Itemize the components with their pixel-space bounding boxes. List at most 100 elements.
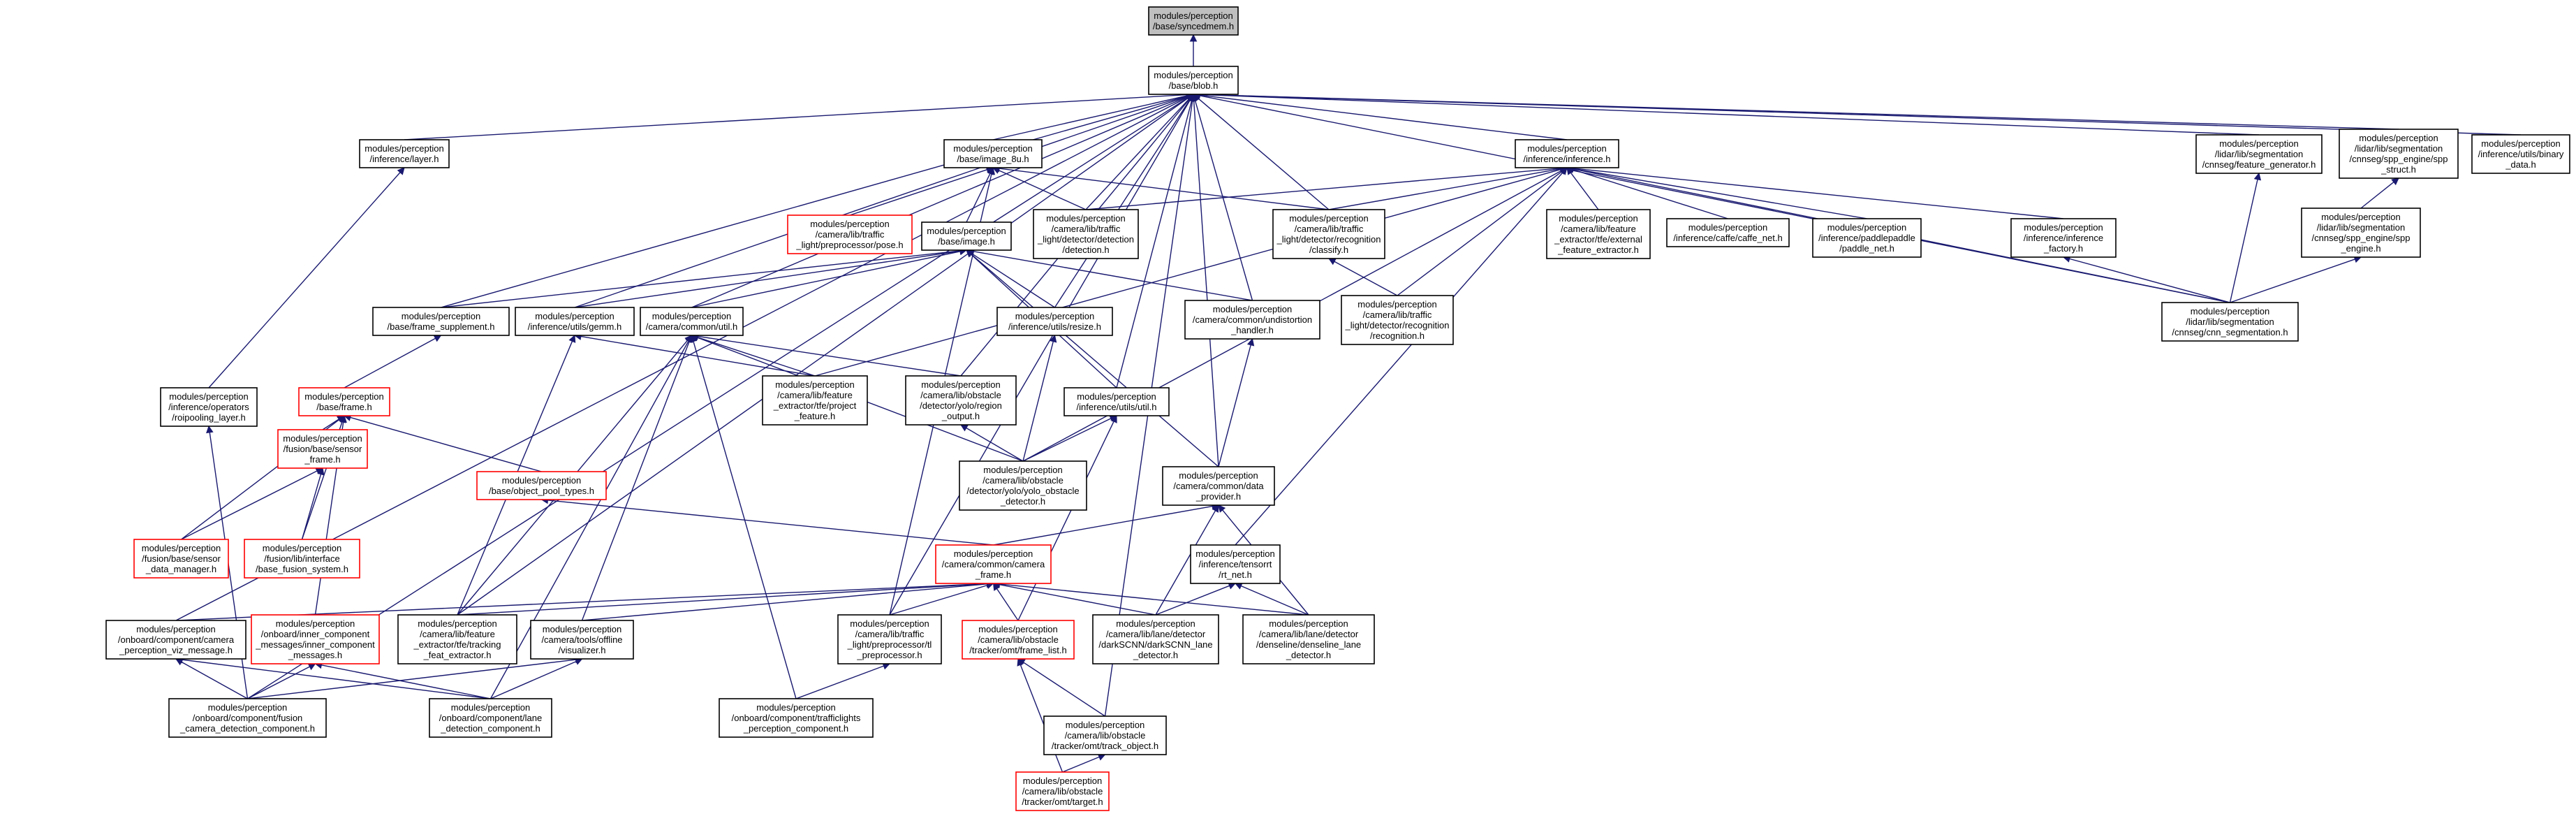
arrowhead [206,425,214,434]
node-recognition[interactable]: modules/perception/camera/lib/traffic_li… [1341,295,1454,345]
node-label-line: modules/perception [1527,143,1606,154]
node-label-line: /base/blob.h [1169,80,1219,91]
node-label-line: modules/perception [978,624,1057,634]
edge-fusioncam-to-visualizer [247,659,576,699]
node-caffenet[interactable]: modules/perception/inference/caffe/caffe… [1666,218,1790,247]
node-vizmsg[interactable]: modules/perception/onboard/component/cam… [105,620,246,660]
node-objpool[interactable]: modules/perception/base/object_pool_type… [476,471,607,500]
node-box [905,375,1017,426]
node-box [1341,295,1454,345]
node-label-line: /base/image.h [938,236,995,247]
node-label-line: /inference/paddlepaddle [1818,233,1915,243]
node-target[interactable]: modules/perception/camera/lib/obstacle/t… [1015,771,1110,811]
edge-projfeat-to-camutil [697,337,816,377]
node-trackobj[interactable]: modules/perception/camera/lib/obstacle/t… [1043,715,1167,755]
node-label-line: /base/image_8u.h [957,154,1029,164]
node-frame[interactable]: modules/perception/base/frame.h [298,387,390,416]
edge-visualizer-to-camutil [581,341,690,621]
node-basefusion[interactable]: modules/perception/fusion/lib/interface/… [244,539,360,579]
node-sensorframe[interactable]: modules/perception/fusion/base/sensor_fr… [277,429,368,469]
node-fusioncam[interactable]: modules/perception/onboard/component/fus… [168,698,327,738]
node-label-line: /detector/yolo/yolo_obstacle [966,486,1079,496]
edge-resize-to-blob [1054,99,1191,308]
node-box [1666,218,1790,247]
node-dataprov[interactable]: modules/perception/camera/common/data_pr… [1162,466,1275,506]
edge-yolodet-to-regionout [966,427,1024,462]
node-layer[interactable]: modules/perception/inference/layer.h [359,139,450,168]
arrowhead [317,467,325,476]
node-image8u[interactable]: modules/perception/base/image_8u.h [943,139,1043,168]
node-undistort[interactable]: modules/perception/camera/common/undisto… [1184,300,1320,340]
node-tldetection[interactable]: modules/perception/camera/lib/traffic_li… [1033,209,1139,259]
node-label-line: _factory.h [2043,243,2083,254]
node-box [1242,614,1375,664]
node-box [251,614,380,664]
node-resize[interactable]: modules/perception/inference/utils/resiz… [996,307,1113,336]
node-label-line: _light/preprocessor/pose.h [795,240,903,250]
node-paddlenet[interactable]: modules/perception/inference/paddlepaddl… [1812,218,1922,258]
node-label-line: /recognition.h [1370,330,1425,341]
node-label-line: /camera/tools/offline [541,634,622,645]
node-denseline[interactable]: modules/perception/camera/lib/lane/detec… [1242,614,1375,664]
node-label-line: /fusion/base/sensor [142,553,221,564]
node-label-line: _struct.h [2380,164,2416,175]
node-blob[interactable]: modules/perception/base/blob.h [1148,66,1239,95]
node-framesupp[interactable]: modules/perception/base/frame_supplement… [372,307,510,336]
edge-gemm-to-image [574,250,961,308]
node-label-line: _light/preprocessor/tl [847,639,932,650]
node-cnnseg[interactable]: modules/perception/lidar/lib/segmentatio… [2161,302,2299,342]
edge-framesupp-to-blob [441,95,1188,308]
node-label-line: modules/perception [927,226,1006,236]
edge-inference-to-blob [1199,94,1568,140]
arrowhead [1110,414,1117,423]
edge-denseline-to-camframe [999,583,1309,616]
node-label-line: modules/perception [2321,212,2400,222]
node-label-line: modules/perception [921,379,1000,390]
arrowhead [568,334,576,343]
node-label-line: modules/perception [1077,391,1156,402]
node-sensordm[interactable]: modules/perception/fusion/base/sensor_da… [133,539,229,579]
node-darkscnn[interactable]: modules/perception/camera/lib/lane/detec… [1092,614,1219,664]
node-tlcomp[interactable]: modules/perception/onboard/component/tra… [719,698,874,738]
node-camframe[interactable]: modules/perception/camera/common/camera_… [935,544,1052,584]
node-tfefeat[interactable]: modules/perception/camera/lib/feature_ex… [397,614,517,664]
node-label-line: modules/perception [208,702,287,713]
node-yolodet[interactable]: modules/perception/camera/lib/obstacle/d… [959,460,1087,511]
node-tlpreproc[interactable]: modules/perception/camera/lib/traffic_li… [837,614,942,664]
node-classify[interactable]: modules/perception/camera/lib/traffic_li… [1272,209,1385,259]
node-regionout[interactable]: modules/perception/camera/lib/obstacle/d… [905,375,1017,426]
node-infutil[interactable]: modules/perception/inference/utils/util.… [1063,387,1170,416]
node-inffactory[interactable]: modules/perception/inference/inference_f… [2010,218,2117,258]
node-box [962,620,1075,660]
node-label-line: /camera/lib/traffic [1295,224,1364,234]
node-rtnet[interactable]: modules/perception/inference/tensorrt/rt… [1190,544,1281,584]
node-label-line: modules/perception [983,465,1062,475]
node-label-line: _data.h [2505,159,2535,170]
node-extfeat[interactable]: modules/perception/camera/lib/feature_ex… [1546,209,1651,259]
node-sppstruct[interactable]: modules/perception/lidar/lib/segmentatio… [2339,129,2459,179]
node-label-line: /lidar/lib/segmentation [2355,143,2443,154]
node-featgen[interactable]: modules/perception/lidar/lib/segmentatio… [2195,134,2323,174]
node-sppengine[interactable]: modules/perception/lidar/lib/segmentatio… [2301,208,2421,258]
node-visualizer[interactable]: modules/perception/camera/tools/offline/… [530,620,634,660]
node-image[interactable]: modules/perception/base/image.h [921,221,1012,251]
node-label-line: _handler.h [1230,325,1274,335]
node-lanedet[interactable]: modules/perception/onboard/component/lan… [429,698,552,738]
node-label-line: /base/frame_supplement.h [388,321,495,332]
node-preproc[interactable]: modules/perception/camera/lib/traffic_li… [787,215,913,254]
node-innermsg[interactable]: modules/perception/onboard/inner_compone… [251,614,380,664]
node-inference[interactable]: modules/perception/inference/inference.h [1515,139,1619,168]
node-label-line: /tracker/omt/target.h [1022,797,1103,807]
node-label-line: /camera/lib/traffic [1052,224,1121,234]
node-roipool[interactable]: modules/perception/inference/operators/r… [160,387,258,427]
node-gemm[interactable]: modules/perception/inference/utils/gemm.… [515,307,635,336]
node-binary[interactable]: modules/perception/inference/utils/binar… [2471,134,2570,174]
edge-tfefeat-to-camframe [457,583,987,616]
node-framelist[interactable]: modules/perception/camera/lib/obstacle/t… [962,620,1075,660]
node-label-line: modules/perception [954,548,1033,559]
node-camutil[interactable]: modules/perception/camera/common/util.h [640,307,744,336]
node-syncedmem[interactable]: modules/perception/base/syncedmem.h [1148,6,1239,36]
node-projfeat[interactable]: modules/perception/camera/lib/feature_ex… [762,375,868,426]
node-label-line: /camera/lib/obstacle [1065,730,1146,741]
node-label-line: modules/perception [1023,776,1102,786]
